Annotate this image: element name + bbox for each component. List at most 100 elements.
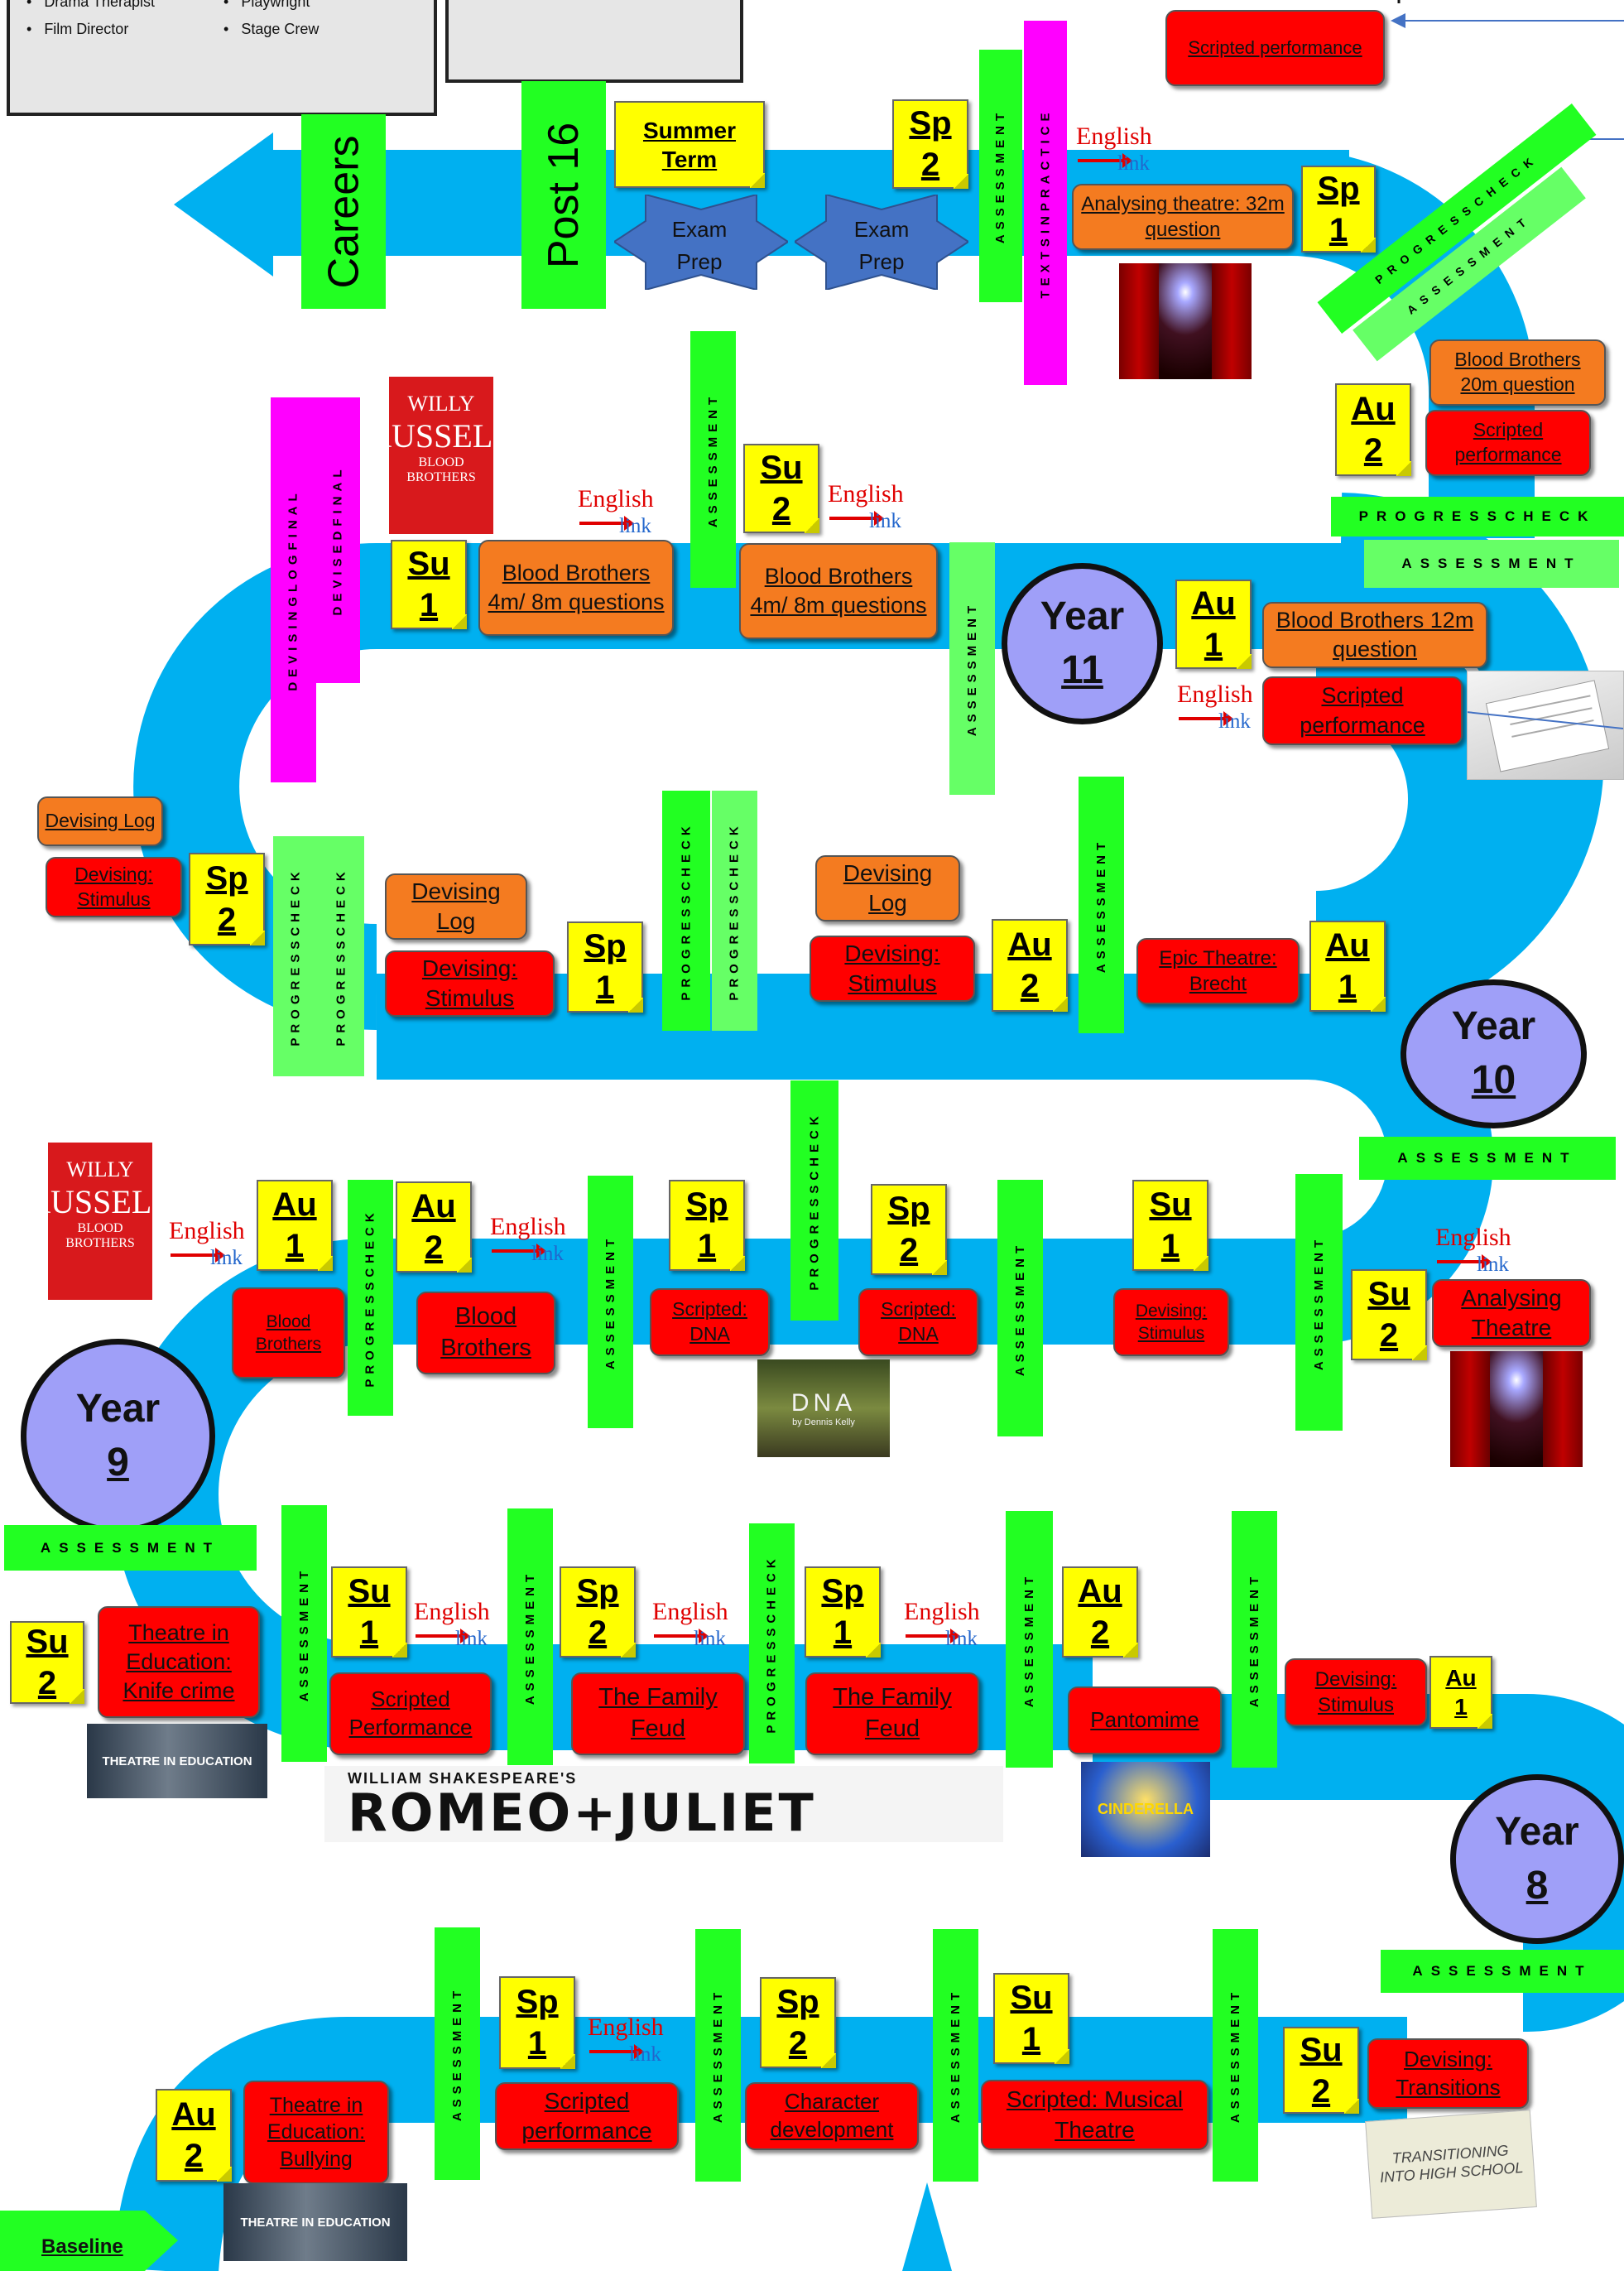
- topic-blood-brothers-4m-8m[interactable]: Blood Brothers 4m/ 8m questions: [478, 540, 674, 636]
- topic-blood-brothers-20m[interactable]: Blood Brothers 20m question: [1429, 339, 1606, 406]
- topic-scripted-performance[interactable]: Scripted performance: [1262, 676, 1463, 745]
- topic-devising-log[interactable]: Devising Log: [37, 796, 163, 846]
- transition-image: TRANSITIONING INTO HIGH SCHOOL: [1365, 2110, 1537, 2219]
- term-note-su2: Su2: [743, 444, 819, 533]
- term-note-su2: Su2: [1351, 1269, 1427, 1360]
- topic-scripted-musical-theatre[interactable]: Scripted: Musical Theatre: [981, 2080, 1208, 2150]
- topic-scripted-performance[interactable]: Scripted performance: [1425, 410, 1591, 476]
- careers-marker: Careers: [301, 114, 386, 309]
- topic-devising-transitions[interactable]: Devising: Transitions: [1367, 2038, 1529, 2109]
- assessment-bar: ASSESSMENT: [1381, 1950, 1624, 1993]
- progress-check-bar: PROGRESSCHECK: [348, 1180, 393, 1416]
- topic-tie-knife-crime[interactable]: Theatre in Education: Knife crime: [98, 1606, 260, 1718]
- topic-devising-stimulus[interactable]: Devising: Stimulus: [385, 950, 555, 1017]
- topic-tie-bullying[interactable]: Theatre in Education: Bullying: [243, 2081, 389, 2184]
- assessment-bar: ASSESSMENT: [979, 50, 1022, 302]
- topic-devising-stimulus[interactable]: Devising: Stimulus: [1113, 1288, 1229, 1356]
- progress-check-bar: PROGRESSCHECK: [790, 1080, 838, 1321]
- topic-scripted-dna[interactable]: Scripted: DNA: [650, 1288, 770, 1356]
- topic-devising-stimulus[interactable]: Devising: Stimulus: [1285, 1658, 1427, 1726]
- career-item: Film Director: [44, 21, 128, 37]
- topic-blood-brothers-4m-8m[interactable]: Blood Brothers 4m/ 8m questions: [739, 543, 938, 639]
- progress-check-bar: PROGRESSCHECK: [749, 1523, 795, 1763]
- term-note-sp1: Sp1: [805, 1566, 881, 1658]
- topic-devising-stimulus[interactable]: Devising: Stimulus: [46, 857, 182, 917]
- exam-prep-label-2: Exam Prep: [836, 214, 927, 278]
- summer-term-note: Summer Term: [614, 101, 765, 188]
- term-note-au1: Au1: [1429, 1656, 1492, 1729]
- theatre-in-education-image: THEATRE IN EDUCATION: [223, 2183, 407, 2261]
- exam-prep-label-1: Exam Prep: [654, 214, 745, 278]
- topic-the-family-feud[interactable]: The Family Feud: [571, 1672, 745, 1755]
- topic-scripted-performance[interactable]: Scripted Performance: [329, 1672, 492, 1755]
- notebook-image: [1467, 671, 1624, 780]
- topic-the-family-feud[interactable]: The Family Feud: [805, 1672, 979, 1755]
- texts-in-practice-bar: TEXTSINPRACTICE: [1024, 21, 1067, 385]
- topic-scripted-dna[interactable]: Scripted: DNA: [858, 1288, 978, 1356]
- term-note-au1: Au1: [1309, 921, 1386, 1012]
- theatre-stage-image: [1450, 1351, 1583, 1467]
- progress-check-bar: PROGRESSCHECK: [662, 791, 710, 1031]
- topic-blood-brothers[interactable]: Blood Brothers: [416, 1292, 555, 1374]
- progress-check-bar: PROGRESSCHECK: [1331, 497, 1624, 536]
- topic-scripted-performance[interactable]: Scripted performance: [1165, 10, 1385, 86]
- topic-epic-theatre-brecht[interactable]: Epic Theatre: Brecht: [1136, 938, 1300, 1004]
- topic-character-development[interactable]: Character development: [745, 2082, 919, 2150]
- devising-log-final-bar: DEVISINGLOGFINAL: [271, 397, 316, 782]
- assessment-bar: ASSESSMENT: [507, 1508, 553, 1765]
- assessment-bar: ASSESSMENT: [1364, 540, 1619, 588]
- topic-analysing-theatre[interactable]: Analysing Theatre: [1432, 1279, 1591, 1347]
- blood-brothers-book-image: WILLY RUSSELL BLOOD BROTHERS: [48, 1143, 152, 1300]
- arrow-pointer: [1391, 0, 1624, 166]
- topic-devising-log[interactable]: Devising Log: [385, 873, 527, 940]
- post16-callout: [445, 0, 743, 83]
- romeo-juliet-image: WILLIAM SHAKESPEARE'S ROMEO+JULIET: [324, 1766, 1003, 1842]
- topic-analysing-theatre-32m[interactable]: Analysing theatre: 32m question: [1072, 184, 1294, 250]
- post16-marker: Post 16: [521, 81, 606, 309]
- devised-final-bar: DEVISEDFINAL: [315, 397, 360, 683]
- dna-play-image: DNA by Dennis Kelly: [757, 1359, 890, 1457]
- assessment-bar: ASSESSMENT: [690, 331, 736, 588]
- topic-devising-log[interactable]: Devising Log: [815, 855, 960, 921]
- career-item: Stage Crew: [241, 21, 319, 37]
- term-note-sp2: Sp2: [871, 1184, 947, 1275]
- topic-blood-brothers-12m[interactable]: Blood Brothers 12m question: [1262, 602, 1487, 668]
- assessment-bar: ASSESSMENT: [1213, 1929, 1258, 2182]
- progress-check-bar: PROGRESSCHECK: [273, 836, 319, 1076]
- topic-blood-brothers[interactable]: Blood Brothers: [232, 1287, 345, 1378]
- topic-scripted-performance[interactable]: Scripted performance: [495, 2082, 679, 2150]
- assessment-bar: ASSESSMENT: [281, 1505, 327, 1762]
- term-note-au1: Au1: [1175, 580, 1252, 669]
- career-item: Drama Therapist: [44, 0, 155, 10]
- topic-pantomime[interactable]: Pantomime: [1068, 1686, 1222, 1754]
- assessment-bar: ASSESSMENT: [933, 1929, 978, 2182]
- progress-check-bar: PROGRESSCHECK: [712, 791, 757, 1031]
- topic-devising-stimulus[interactable]: Devising: Stimulus: [810, 936, 975, 1002]
- assessment-bar: ASSESSMENT: [4, 1525, 257, 1571]
